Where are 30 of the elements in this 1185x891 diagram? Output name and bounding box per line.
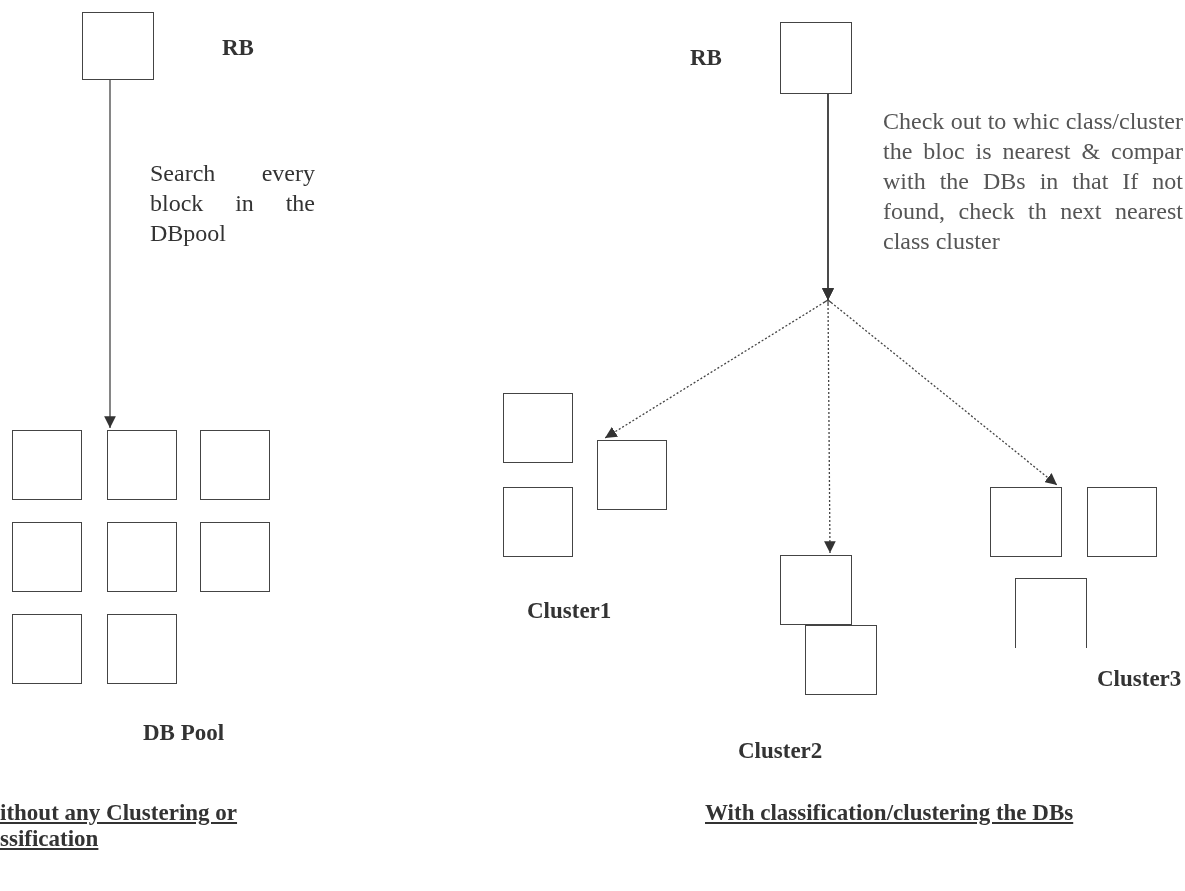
block-box xyxy=(780,22,852,94)
block-box xyxy=(1015,578,1087,648)
block-box xyxy=(503,393,573,463)
group-label: Cluster3 xyxy=(1097,666,1182,692)
block-box xyxy=(990,487,1062,557)
note-text: Check out to whic class/cluster the bloc is nearest & compar with the DBs in that If not found, check th next nearest class cluster xyxy=(883,107,1183,256)
block-box xyxy=(503,487,573,557)
block-box xyxy=(1087,487,1157,557)
block-box xyxy=(200,522,270,592)
block-box xyxy=(82,12,154,80)
caption-text: ithout any Clustering or ssification xyxy=(0,800,239,852)
block-box xyxy=(107,430,177,500)
block-box xyxy=(107,614,177,684)
block-box xyxy=(12,614,82,684)
edge-label: Search every block in the DBpool xyxy=(150,159,315,248)
block-box xyxy=(107,522,177,592)
group-label: DB Pool xyxy=(143,720,225,746)
group-label: Cluster1 xyxy=(527,598,612,624)
block-label: RB xyxy=(690,45,722,71)
block-box xyxy=(12,430,82,500)
caption-text: With classification/clustering the DBs xyxy=(705,800,1075,826)
group-label: Cluster2 xyxy=(738,738,823,764)
block-box xyxy=(805,625,877,695)
block-label: RB xyxy=(222,35,254,61)
block-box xyxy=(780,555,852,625)
block-box xyxy=(12,522,82,592)
block-box xyxy=(200,430,270,500)
arrow xyxy=(822,93,1058,486)
block-box xyxy=(597,440,667,510)
arrow xyxy=(104,79,116,429)
